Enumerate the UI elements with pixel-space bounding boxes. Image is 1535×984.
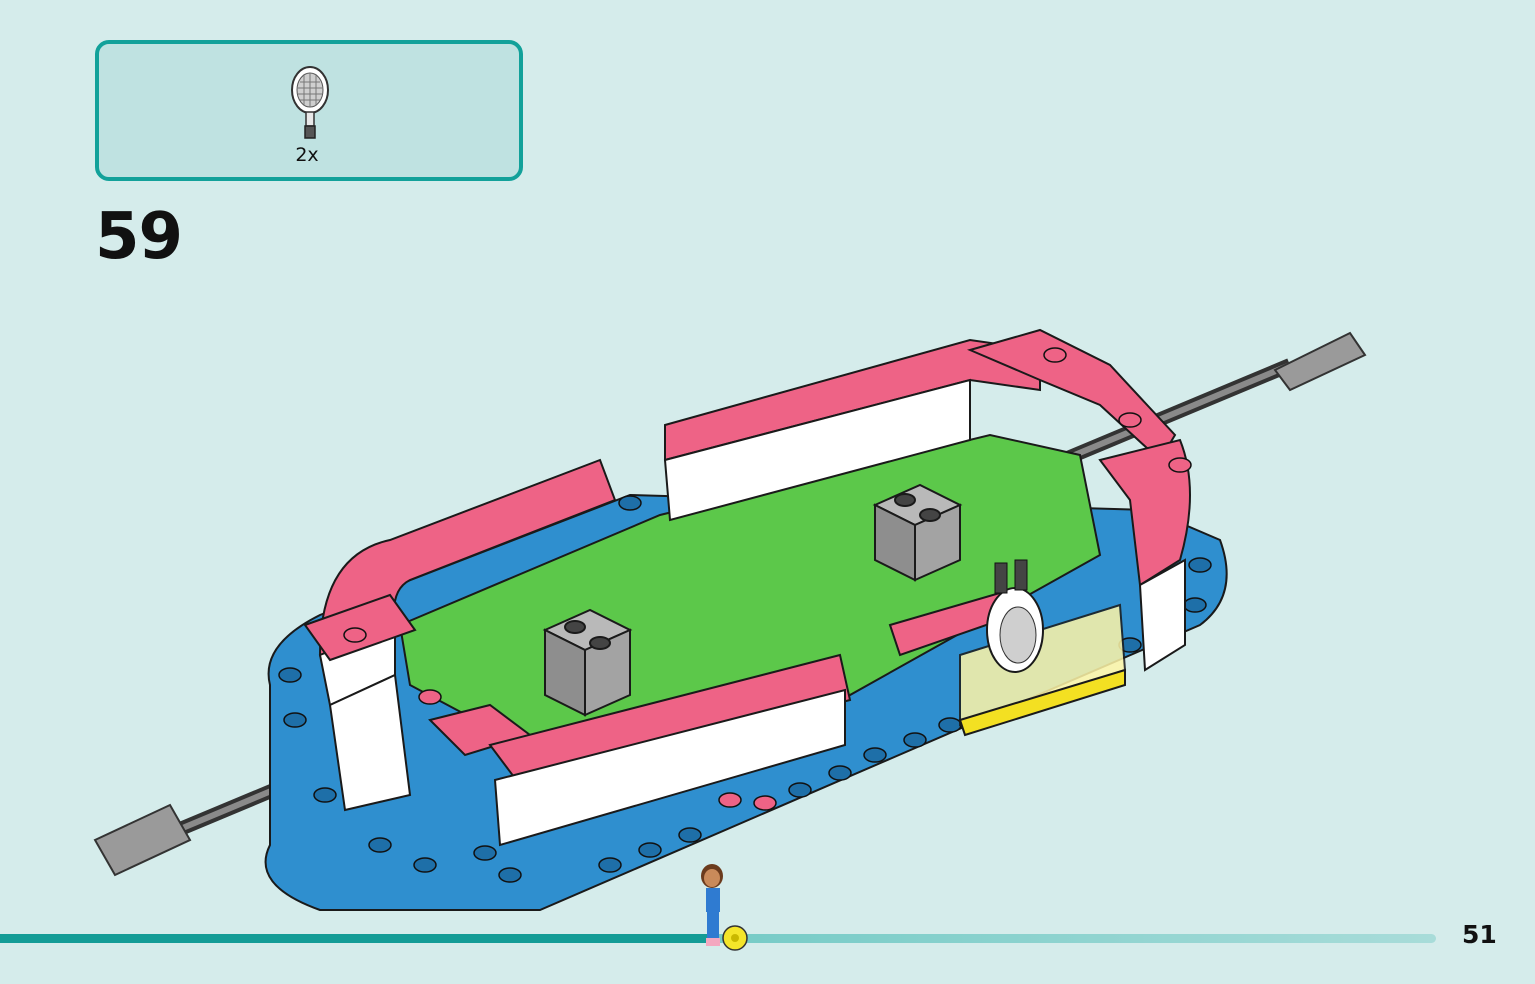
step-number: 59 [95,200,183,274]
table-football-court-build [93,328,1367,911]
progress-bar-remaining [712,934,1436,943]
parts-callout: 2x [95,40,523,181]
tennis-racket-icon [291,66,329,139]
grey-brick-left [542,608,633,717]
minifigure-with-ball-icon [701,864,748,951]
part-quantity: 2x [295,144,319,166]
progress-bar-completed [0,934,712,943]
grey-brick-right [872,483,963,582]
rackets-on-stand [958,559,1127,737]
page-number: 51 [1462,920,1497,949]
